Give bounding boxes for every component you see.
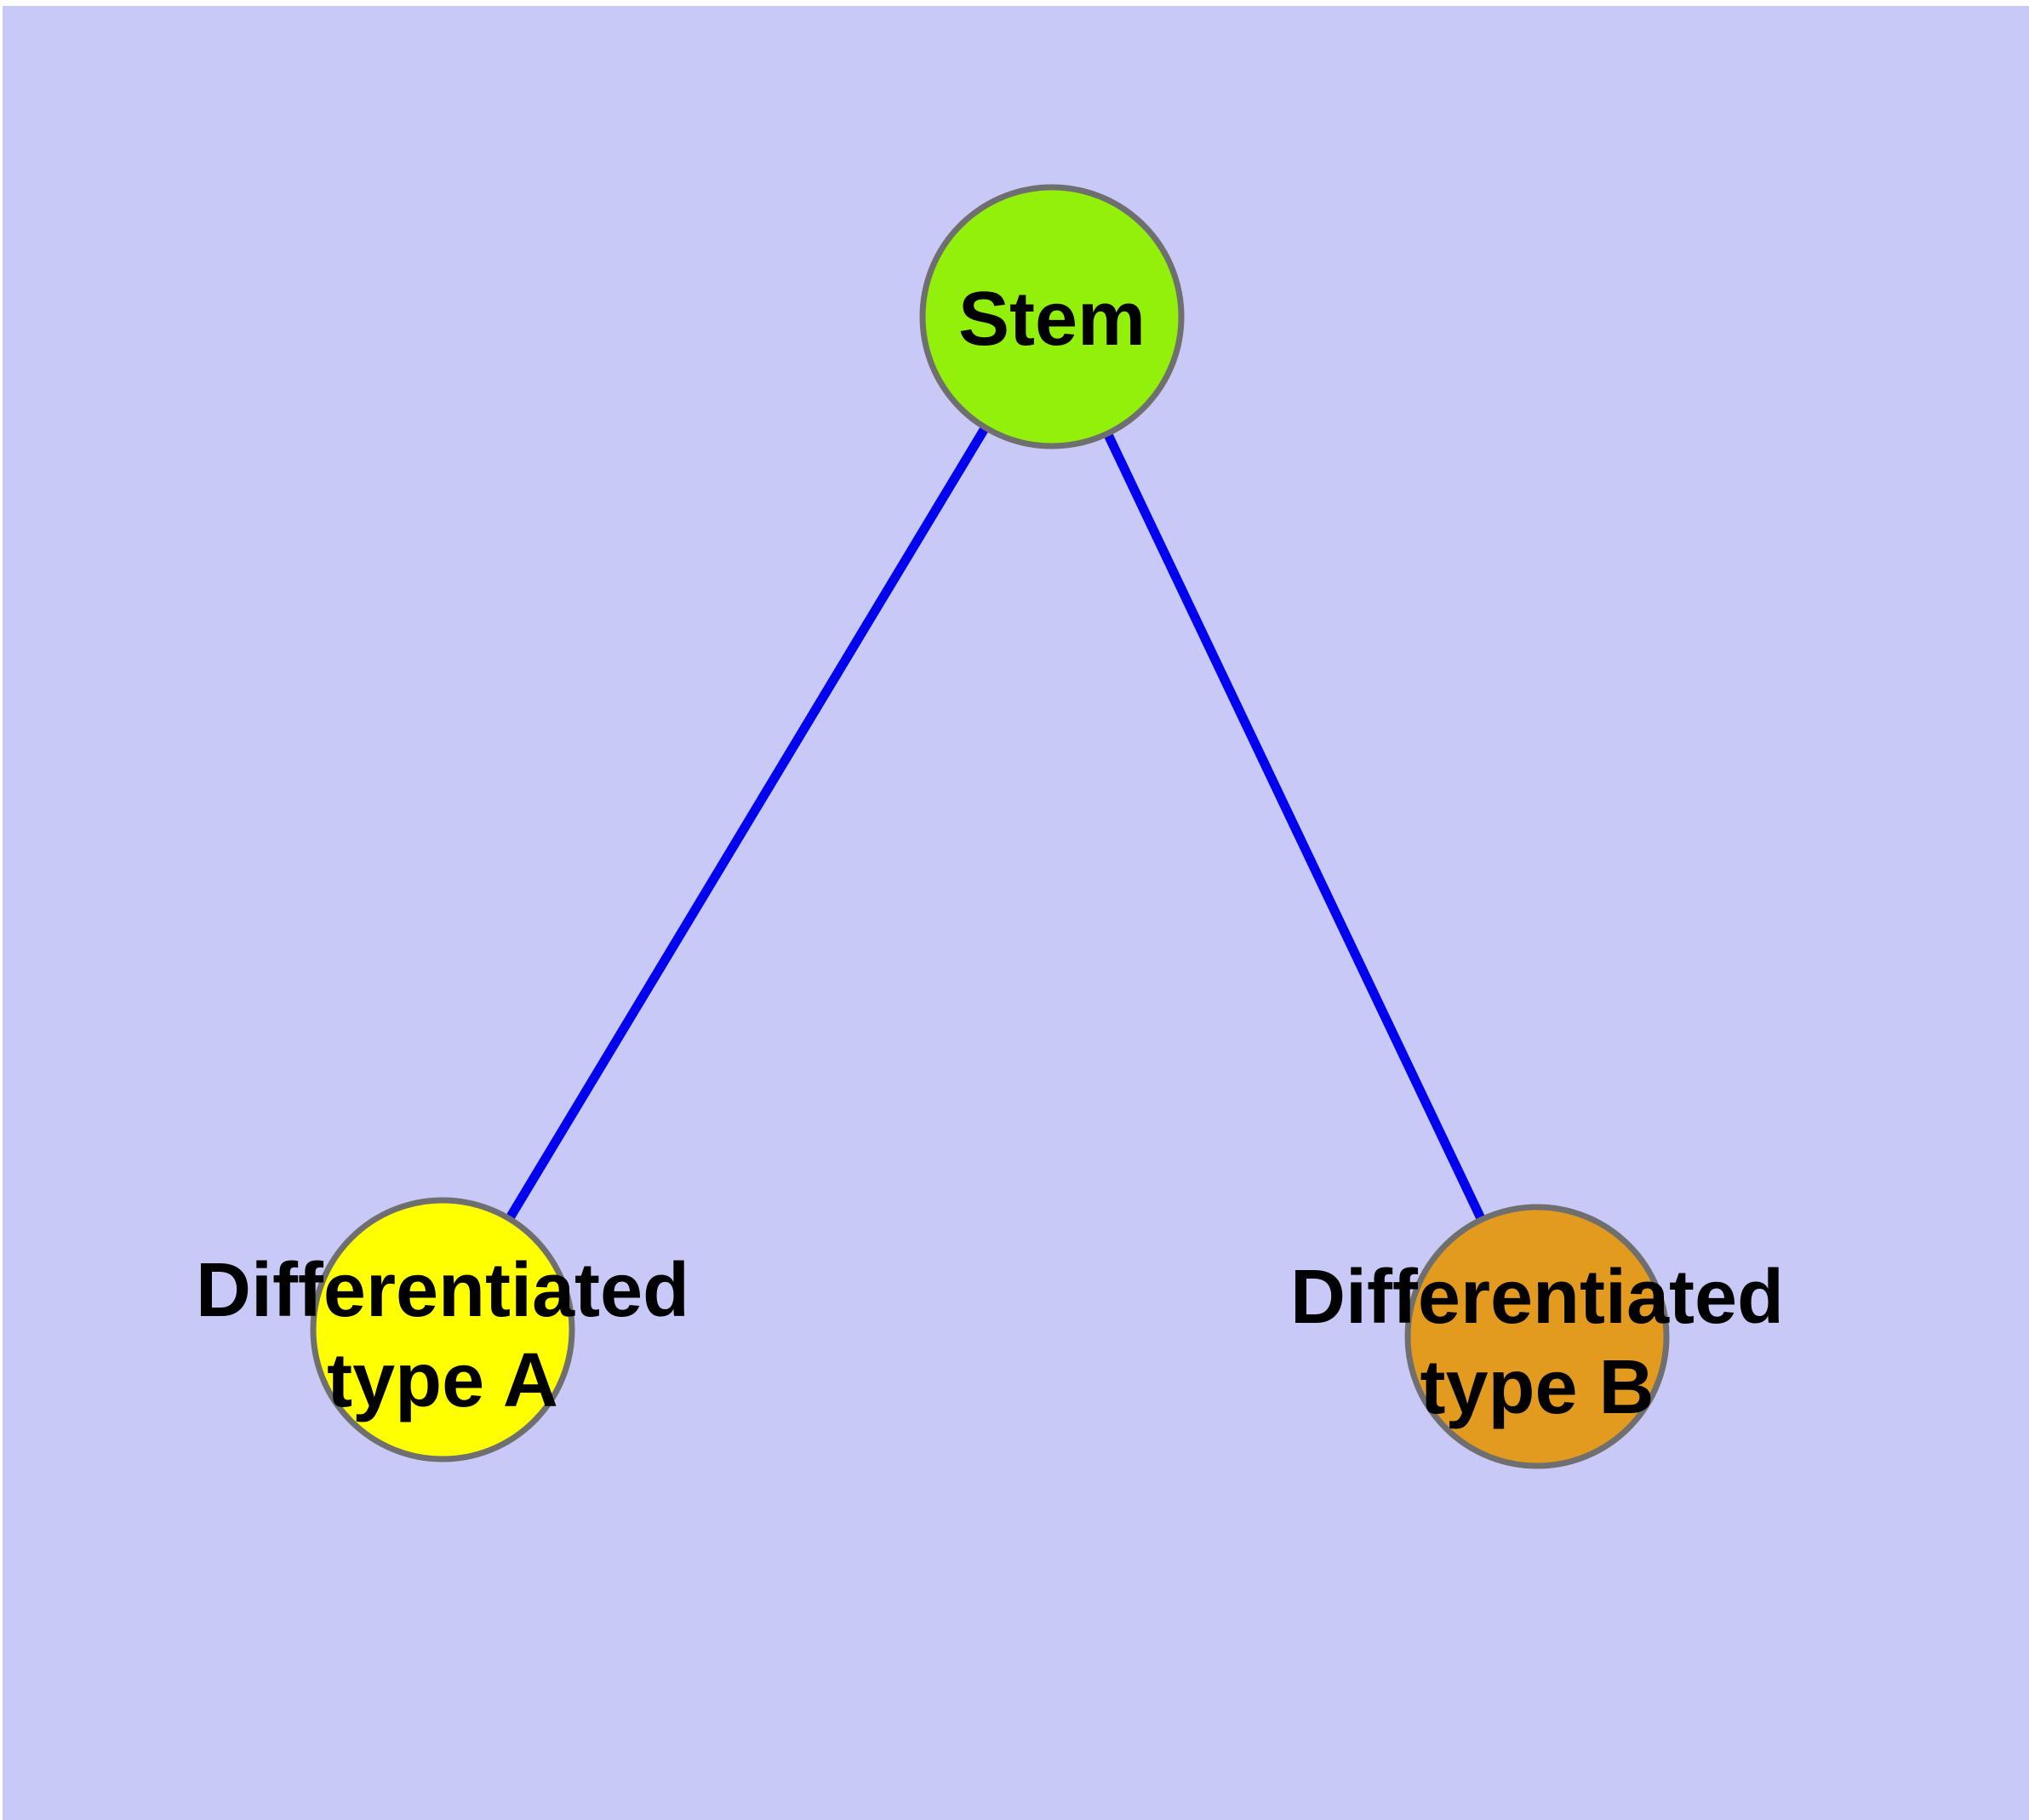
edge-stem-to-type-a xyxy=(438,314,1056,1332)
node-type-b-label-line2: type B xyxy=(1420,1345,1654,1430)
node-stem-label: Stem xyxy=(958,277,1146,362)
node-type-a-label-line2: type A xyxy=(327,1338,558,1423)
node-type-a-label-line1: Differentiated xyxy=(196,1248,689,1333)
node-stem xyxy=(919,184,1185,449)
node-type-b-label-line1: Differentiated xyxy=(1290,1255,1784,1340)
node-differentiated-type-a xyxy=(310,1197,575,1462)
edge-stem-to-type-b xyxy=(1048,314,1541,1339)
node-differentiated-type-b xyxy=(1404,1204,1670,1469)
